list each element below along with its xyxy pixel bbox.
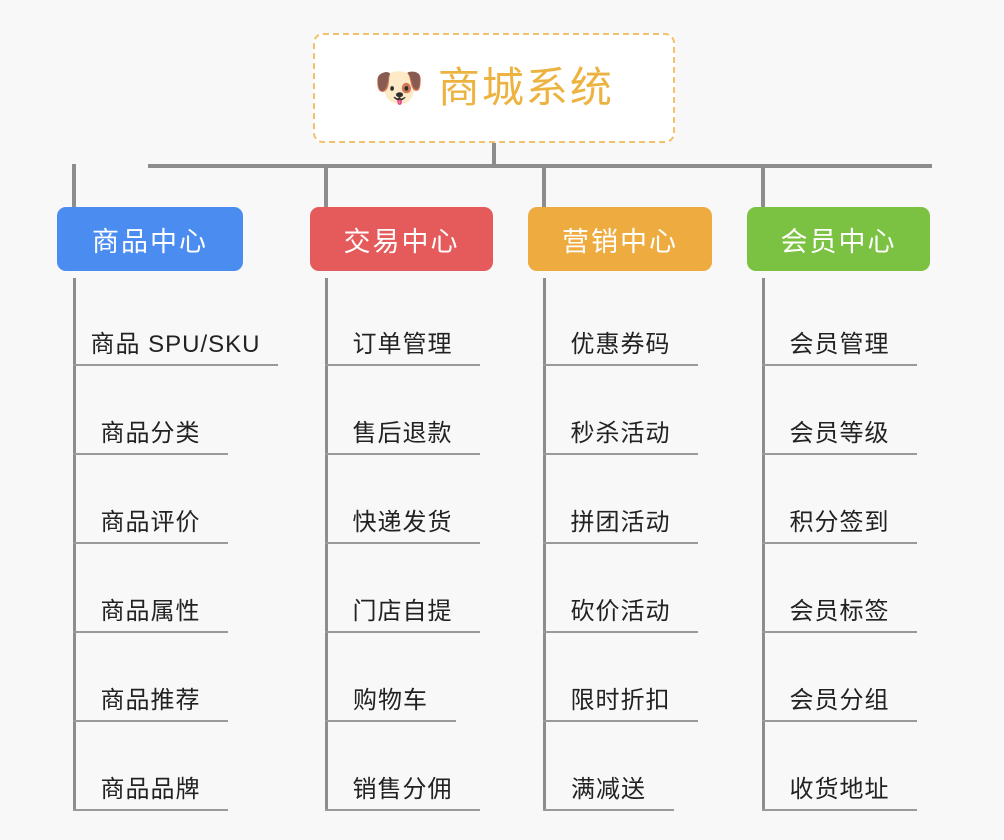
leaf-item[interactable]: 会员标签	[762, 545, 917, 633]
connector-root-stem	[492, 143, 496, 167]
column-header-marketing[interactable]: 营销中心	[528, 207, 712, 271]
leaf-item[interactable]: 砍价活动	[543, 545, 698, 633]
connector-horizontal-bar	[148, 164, 932, 168]
column-spine-member	[762, 278, 765, 810]
leaf-item[interactable]: 拼团活动	[543, 456, 698, 544]
leaf-item[interactable]: 会员分组	[762, 634, 917, 722]
leaf-item[interactable]: 商品 SPU/SKU	[73, 278, 278, 366]
column-header-label: 营销中心	[562, 226, 678, 257]
leaf-item[interactable]: 商品品牌	[73, 723, 228, 811]
leaf-item-label: 拼团活动	[570, 508, 671, 536]
leaf-item-label: 会员管理	[789, 330, 890, 358]
leaf-item-label: 优惠券码	[570, 330, 671, 358]
connector-drop-product	[72, 164, 76, 208]
leaf-item-label: 积分签到	[789, 508, 890, 536]
leaf-item-label: 会员等级	[789, 419, 890, 447]
root-title: 商城系统	[437, 64, 614, 111]
leaf-item[interactable]: 收货地址	[762, 723, 917, 811]
leaf-item[interactable]: 销售分佣	[325, 723, 480, 811]
leaf-item-label: 商品推荐	[100, 686, 201, 714]
leaf-item-label: 商品品牌	[100, 775, 201, 803]
column-header-label: 会员中心	[780, 226, 897, 257]
leaf-item-label: 商品评价	[100, 508, 201, 536]
leaf-item[interactable]: 商品分类	[73, 367, 228, 455]
leaf-item[interactable]: 门店自提	[325, 545, 480, 633]
leaf-item[interactable]: 售后退款	[325, 367, 480, 455]
leaf-item[interactable]: 快递发货	[325, 456, 480, 544]
column-spine-marketing	[543, 278, 546, 810]
leaf-item-label: 商品 SPU/SKU	[90, 330, 261, 358]
leaf-item[interactable]: 会员等级	[762, 367, 917, 455]
leaf-item-label: 商品分类	[100, 419, 201, 447]
leaf-item-label: 订单管理	[352, 330, 453, 358]
column-header-label: 商品中心	[92, 226, 208, 257]
leaf-item-label: 满减送	[571, 775, 646, 803]
leaf-item-label: 销售分佣	[352, 775, 453, 803]
leaf-item[interactable]: 商品属性	[73, 545, 228, 633]
leaf-item[interactable]: 购物车	[325, 634, 456, 722]
leaf-item-label: 购物车	[353, 686, 428, 714]
leaf-item[interactable]: 商品评价	[73, 456, 228, 544]
leaf-item-label: 快递发货	[352, 508, 453, 536]
leaf-item-label: 限时折扣	[570, 686, 671, 714]
connector-drop-marketing	[542, 164, 546, 208]
leaf-item[interactable]: 积分签到	[762, 456, 917, 544]
leaf-item[interactable]: 限时折扣	[543, 634, 698, 722]
column-header-member[interactable]: 会员中心	[747, 207, 930, 271]
leaf-item[interactable]: 会员管理	[762, 278, 917, 366]
leaf-item[interactable]: 商品推荐	[73, 634, 228, 722]
leaf-item-label: 会员分组	[789, 686, 890, 714]
leaf-item[interactable]: 满减送	[543, 723, 674, 811]
column-spine-trade	[325, 278, 328, 810]
leaf-item-label: 砍价活动	[570, 597, 671, 625]
leaf-item-label: 收货地址	[789, 775, 890, 803]
connector-drop-trade	[324, 164, 328, 208]
shiba-dog-face-icon: 🐶	[374, 66, 424, 110]
leaf-item[interactable]: 优惠券码	[543, 278, 698, 366]
column-spine-product	[73, 278, 76, 810]
leaf-item-label: 秒杀活动	[570, 419, 671, 447]
column-header-label: 交易中心	[343, 226, 460, 257]
root-node[interactable]: 🐶 商城系统	[313, 33, 675, 143]
column-header-trade[interactable]: 交易中心	[310, 207, 493, 271]
leaf-item-label: 门店自提	[352, 597, 453, 625]
leaf-item[interactable]: 订单管理	[325, 278, 480, 366]
leaf-item-label: 会员标签	[789, 597, 890, 625]
connector-drop-member	[761, 164, 765, 208]
leaf-item-label: 商品属性	[100, 597, 201, 625]
leaf-item[interactable]: 秒杀活动	[543, 367, 698, 455]
column-header-product[interactable]: 商品中心	[57, 207, 243, 271]
leaf-item-label: 售后退款	[352, 419, 453, 447]
